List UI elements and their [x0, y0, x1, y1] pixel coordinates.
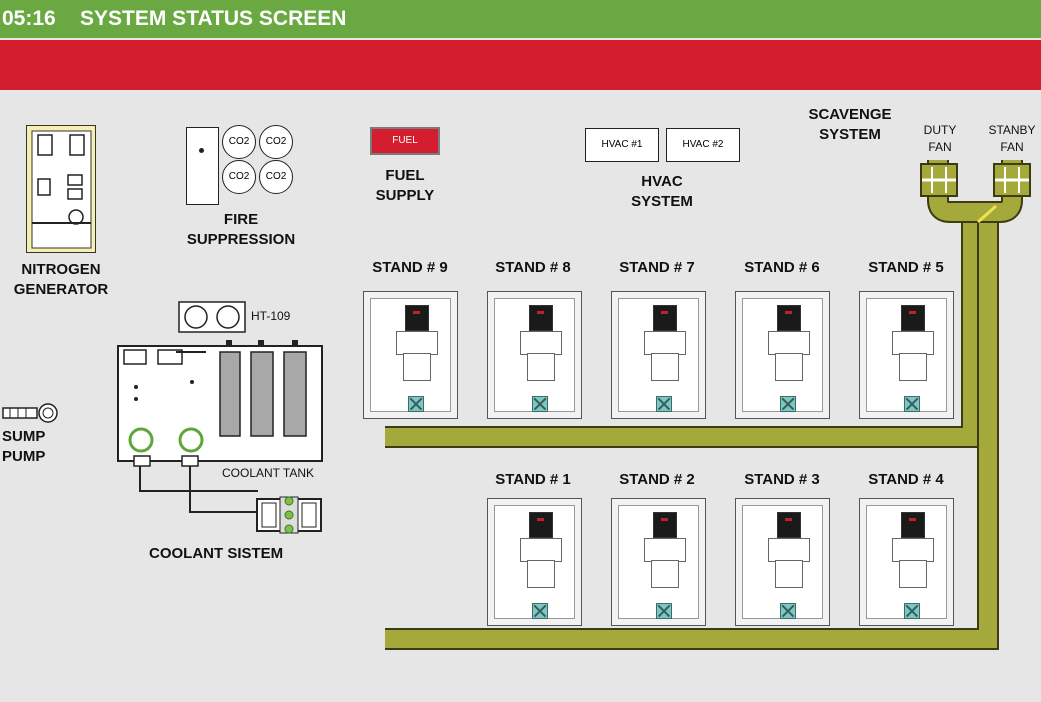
sump-label-line2: PUMP: [2, 448, 46, 465]
scavenge-label-line1: SCAVENGE: [808, 106, 892, 123]
fire-suppression-label: FIRE SUPPRESSION: [176, 210, 306, 250]
hvac-unit-2[interactable]: HVAC #2: [666, 128, 740, 162]
nitrogen-label-line1: NITROGEN: [21, 261, 101, 278]
fuel-button[interactable]: FUEL: [370, 127, 440, 155]
coolant-tank-icon[interactable]: [116, 332, 326, 467]
stand-3-label: STAND # 3: [744, 471, 820, 488]
stand-display: [653, 512, 677, 538]
fire-label-line2: SUPPRESSION: [186, 231, 296, 248]
fire-label-line1: FIRE: [223, 211, 259, 228]
valve-icon[interactable]: [532, 603, 548, 619]
valve-icon[interactable]: [532, 396, 548, 412]
fuel-label-line1: FUEL: [385, 167, 425, 184]
stand-display: [405, 305, 429, 331]
coolant-system-label: COOLANT SISTEM: [149, 545, 284, 562]
stand-display: [529, 512, 553, 538]
hvac-unit-1[interactable]: HVAC #1: [585, 128, 659, 162]
co2-tank-icon[interactable]: CO2: [259, 125, 293, 159]
fuel-label-line2: SUPPLY: [375, 187, 435, 204]
clock-time: 05:16: [2, 7, 56, 30]
valve-icon[interactable]: [408, 396, 424, 412]
nitrogen-generator-icon[interactable]: [26, 125, 96, 253]
stand-display: [529, 305, 553, 331]
sump-label-line1: SUMP: [2, 428, 46, 445]
duty-fan-label: DUTY FAN: [918, 122, 962, 156]
hvac-label-line1: HVAC: [641, 173, 683, 190]
heat-exchanger-icon[interactable]: [178, 301, 246, 333]
coolant-tank-label: COOLANT TANK: [222, 466, 315, 480]
sump-pump-label: SUMP PUMP: [2, 427, 45, 467]
stand-5-panel[interactable]: [859, 291, 954, 419]
nitrogen-generator-label: NITROGEN GENERATOR: [6, 260, 116, 300]
stand-6-label: STAND # 6: [744, 259, 820, 276]
standby-fan-label-line1: STANBY: [988, 123, 1036, 137]
hvac-label-line2: SYSTEM: [631, 193, 693, 210]
stand-4-panel[interactable]: [859, 498, 954, 626]
valve-icon[interactable]: [780, 396, 796, 412]
duty-fan-icon[interactable]: [920, 163, 958, 197]
standby-fan-label-line2: FAN: [1000, 140, 1024, 154]
stand-4-label: STAND # 4: [868, 471, 944, 488]
alarm-banner: [0, 40, 1041, 90]
stand-5-label: STAND # 5: [868, 259, 944, 276]
nitrogen-label-line2: GENERATOR: [13, 281, 109, 298]
duty-fan-label-line2: FAN: [928, 140, 952, 154]
valve-icon[interactable]: [904, 603, 920, 619]
sump-pump-icon[interactable]: [2, 403, 62, 423]
stand-8-panel[interactable]: [487, 291, 582, 419]
stand-1-label: STAND # 1: [495, 471, 571, 488]
co2-tank-icon[interactable]: CO2: [222, 125, 256, 159]
fuel-supply-label: FUEL SUPPLY: [355, 166, 455, 206]
stand-2-panel[interactable]: [611, 498, 706, 626]
stand-display: [777, 305, 801, 331]
stand-7-label: STAND # 7: [619, 259, 695, 276]
stand-8-label: STAND # 8: [495, 259, 571, 276]
title-bar: 05:16 SYSTEM STATUS SCREEN: [0, 0, 1041, 38]
stand-display: [653, 305, 677, 331]
scavenge-label: SCAVENGE SYSTEM: [800, 105, 900, 145]
coolant-pump-icon[interactable]: [256, 493, 322, 537]
scavenge-label-line2: SYSTEM: [819, 126, 881, 143]
stand-7-panel[interactable]: [611, 291, 706, 419]
duty-fan-label-line1: DUTY: [923, 123, 957, 137]
stand-9-label: STAND # 9: [372, 259, 448, 276]
co2-tank-icon[interactable]: CO2: [222, 160, 256, 194]
stand-display: [901, 512, 925, 538]
standby-fan-icon[interactable]: [993, 163, 1031, 197]
standby-fan-label: STANBY FAN: [984, 122, 1040, 156]
co2-tank-icon[interactable]: CO2: [259, 160, 293, 194]
fire-panel-icon[interactable]: [186, 127, 219, 205]
stand-display: [901, 305, 925, 331]
stand-6-panel[interactable]: [735, 291, 830, 419]
stand-display: [777, 512, 801, 538]
stand-2-label: STAND # 2: [619, 471, 695, 488]
stand-3-panel[interactable]: [735, 498, 830, 626]
valve-icon[interactable]: [904, 396, 920, 412]
hvac-system-label: HVAC SYSTEM: [612, 172, 712, 212]
stand-1-panel[interactable]: [487, 498, 582, 626]
valve-icon[interactable]: [656, 603, 672, 619]
stand-9-panel[interactable]: [363, 291, 458, 419]
valve-icon[interactable]: [780, 603, 796, 619]
valve-icon[interactable]: [656, 396, 672, 412]
screen-title: SYSTEM STATUS SCREEN: [80, 7, 347, 30]
ht-109-label: HT-109: [251, 309, 291, 323]
